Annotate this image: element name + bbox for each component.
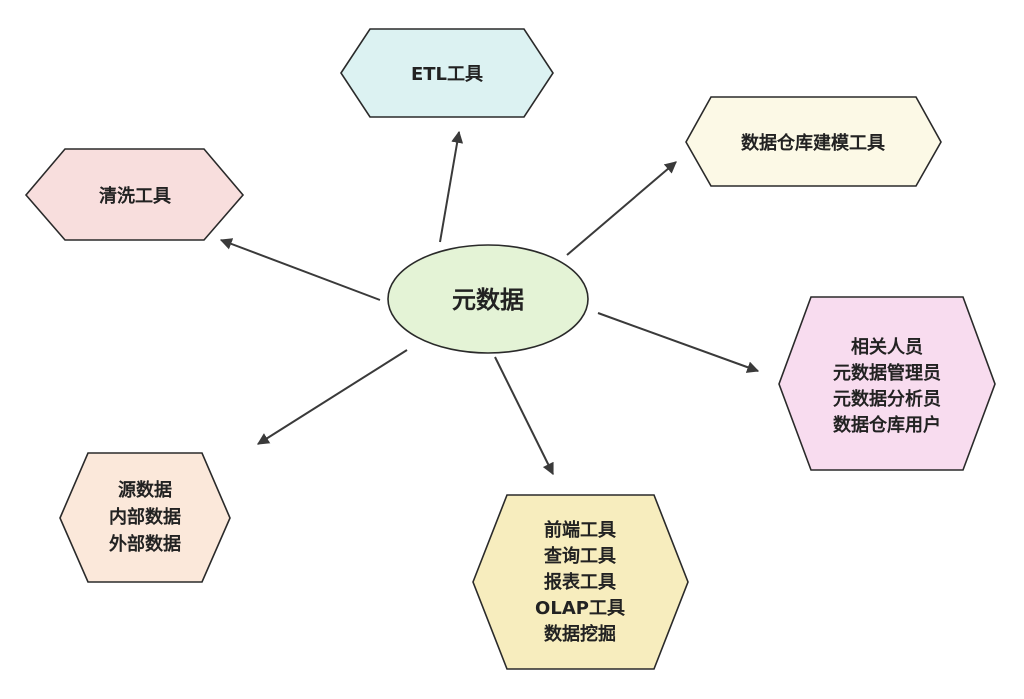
personnel-line-1: 相关人员 (851, 336, 923, 358)
sources-line-3: 外部数据 (109, 533, 181, 555)
sources-node: 源数据 内部数据 外部数据 (59, 452, 231, 583)
sources-line-1: 源数据 (118, 479, 172, 501)
personnel-line-4: 数据仓库用户 (833, 414, 941, 436)
cleaning-label: 清洗工具 (99, 185, 171, 207)
frontend-line-2: 查询工具 (544, 545, 616, 567)
modeling-hexagon (685, 96, 942, 187)
arrow-to-cleaning (219, 238, 381, 301)
sources-line-2: 内部数据 (109, 506, 181, 528)
personnel-line-3: 元数据分析员 (833, 388, 941, 410)
personnel-line-2: 元数据管理员 (833, 362, 941, 384)
frontend-hexagon (472, 494, 689, 670)
sources-hexagon (59, 452, 231, 583)
frontend-line-1: 前端工具 (544, 519, 616, 541)
arrow-to-personnel (597, 312, 760, 373)
arrow-to-etl (439, 130, 464, 243)
frontend-line-4: OLAP工具 (535, 598, 625, 619)
frontend-line-3: 报表工具 (544, 571, 616, 593)
personnel-node: 相关人员 元数据管理员 元数据分析员 数据仓库用户 (778, 296, 996, 471)
arrow-to-frontend (494, 356, 554, 476)
connectors (219, 130, 760, 476)
etl-label: ETL工具 (411, 64, 483, 85)
center-node: 元数据 (387, 244, 589, 354)
center-label: 元数据 (452, 286, 524, 314)
frontend-line-5: 数据挖掘 (544, 623, 616, 645)
frontend-node: 前端工具 查询工具 报表工具 OLAP工具 数据挖掘 (472, 494, 689, 670)
center-ellipse (387, 244, 589, 354)
modeling-label: 数据仓库建模工具 (741, 132, 885, 154)
arrow-to-sources (256, 349, 408, 445)
personnel-hexagon (778, 296, 996, 471)
etl-node: ETL工具 (340, 28, 554, 118)
etl-hexagon (340, 28, 554, 118)
modeling-node: 数据仓库建模工具 (685, 96, 942, 187)
arrow-to-modeling (566, 161, 677, 256)
cleaning-hexagon (24, 148, 245, 241)
cleaning-node: 清洗工具 (24, 148, 245, 241)
